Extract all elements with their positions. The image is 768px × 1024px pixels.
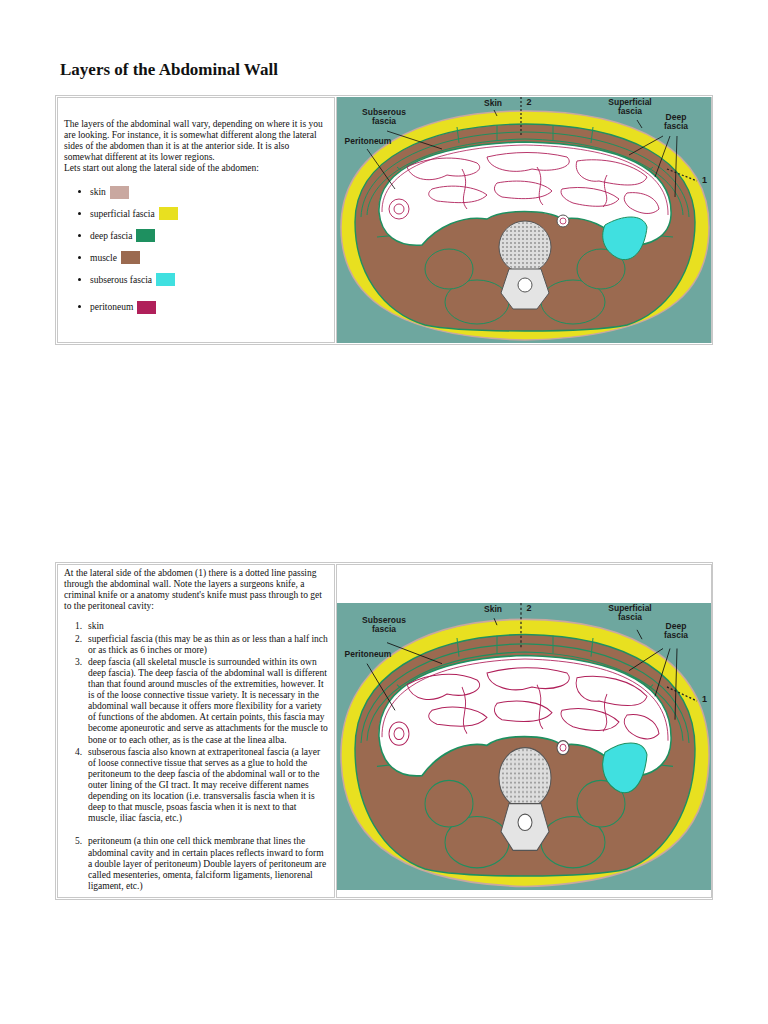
list-number: 1. <box>64 621 88 632</box>
part-label: Skin <box>480 99 506 108</box>
list-number: 5. <box>64 836 88 892</box>
list-row: 2.superficial fascia (this may be as thi… <box>64 634 328 656</box>
callout-number: 2 <box>525 98 533 108</box>
part-label: Subserous fascia <box>357 108 411 127</box>
legend-item: skin <box>90 184 328 199</box>
legend-swatch <box>159 207 178 220</box>
legend-text: skin <box>90 187 106 197</box>
list-text: superficial fascia (this may be as thin … <box>88 634 328 656</box>
legend-text: peritoneum <box>90 302 133 312</box>
list-row: 3.deep fascia (all skeletal muscle is su… <box>64 657 328 746</box>
legend-text: superficial fascia <box>90 209 155 219</box>
legend-text: deep fascia <box>90 231 132 241</box>
text-cell: The layers of the abdominal wall vary, d… <box>57 97 335 343</box>
callout-number: 1 <box>700 695 709 705</box>
cross-section-illustration <box>337 97 711 343</box>
paragraph: The layers of the abdominal wall vary, d… <box>64 119 328 163</box>
list-row: 1.skin <box>64 621 328 632</box>
part-label: Deep fascia <box>657 113 695 132</box>
part-label: Superficial fascia <box>603 98 657 117</box>
legend-item: subserous fascia <box>90 272 328 287</box>
cross-section-figure <box>337 603 711 890</box>
list-text: subserous fascia also known at extraperi… <box>88 747 328 825</box>
list-row: 4.subserous fascia also known at extrape… <box>64 747 328 825</box>
legend-item: peritoneum <box>90 299 328 314</box>
legend-swatch <box>137 301 156 314</box>
paragraph: At the lateral side of the abdomen (1) t… <box>64 568 328 612</box>
callout-number: 1 <box>700 176 709 186</box>
legend-item: muscle <box>90 250 328 265</box>
cross-section-illustration <box>337 603 711 890</box>
legend-swatch <box>110 186 129 199</box>
legend-item: deep fascia <box>90 228 328 243</box>
part-label: Peritoneum <box>339 137 397 146</box>
text-cell: At the lateral side of the abdomen (1) t… <box>57 564 335 898</box>
cross-section-figure <box>337 97 711 343</box>
legend-text: muscle <box>90 253 117 263</box>
list-text: deep fascia (all skeletal muscle is surr… <box>88 657 328 746</box>
callout-number: 2 <box>525 604 533 614</box>
part-label: Peritoneum <box>339 650 397 659</box>
legend-swatch <box>136 229 155 242</box>
list-text: peritoneum (a thin one cell thick membra… <box>88 836 328 892</box>
legend-item: superficial fascia <box>90 206 328 221</box>
paragraph: Lets start out along the lateral side of… <box>64 163 328 174</box>
page-title: Layers of the Abdominal Wall <box>60 60 278 80</box>
cell-content: The layers of the abdominal wall vary, d… <box>64 119 328 321</box>
list-number: 3. <box>64 657 88 746</box>
legend-list: skin superficial fascia deep fascia muscle s… <box>64 184 328 314</box>
legend-text: subserous fascia <box>90 274 152 284</box>
part-label: Subserous fascia <box>357 616 411 635</box>
list-number: 2. <box>64 634 88 656</box>
legend-swatch <box>156 273 175 286</box>
part-label: Deep fascia <box>657 622 695 641</box>
list-number: 4. <box>64 747 88 825</box>
part-label: Skin <box>480 605 506 614</box>
list-row: 5.peritoneum (a thin one cell thick memb… <box>64 836 328 892</box>
part-label: Superficial fascia <box>603 604 657 623</box>
list-text: skin <box>88 621 328 632</box>
legend-swatch <box>121 251 140 264</box>
